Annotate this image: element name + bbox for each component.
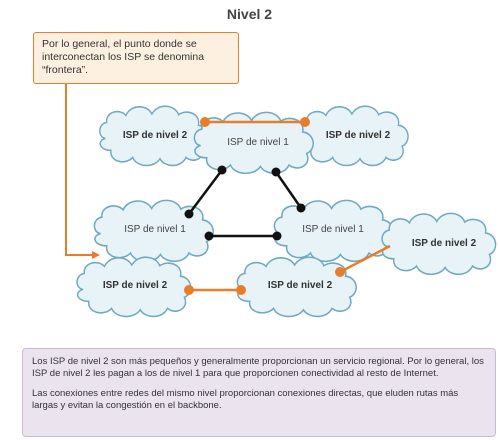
junction-dot — [217, 165, 227, 175]
junction-dot — [204, 231, 214, 241]
junction-dot — [271, 167, 281, 177]
junction-dot — [296, 203, 306, 213]
border-callout: Por lo general, el punto donde se interc… — [33, 32, 239, 84]
label-tier2-bottom-left: ISP de nivel 2 — [103, 280, 168, 291]
label-tier2-far-right: ISP de nivel 2 — [412, 238, 477, 249]
border-point — [300, 117, 310, 127]
junction-dot — [184, 209, 194, 219]
label-tier1-right: ISP de nivel 1 — [302, 224, 364, 235]
info-panel: Los ISP de nivel 2 son más pequeños y ge… — [22, 348, 496, 437]
label-tier2-bottom-mid: ISP de nivel 2 — [268, 280, 333, 291]
border-point — [184, 285, 194, 295]
info-paragraph-1: Los ISP de nivel 2 son más pequeños y ge… — [32, 356, 484, 379]
border-point — [335, 267, 345, 277]
label-tier1-left: ISP de nivel 1 — [124, 224, 186, 235]
diagram-title: Nivel 2 — [226, 6, 273, 22]
tier1-link-top-left — [188, 169, 223, 215]
label-tier1-top: ISP de nivel 1 — [227, 137, 289, 148]
label-tier2-top-left: ISP de nivel 2 — [123, 130, 188, 141]
border-point — [236, 285, 246, 295]
junction-dot — [272, 231, 282, 241]
tier2-link-right — [339, 244, 391, 274]
label-tier2-top-right: ISP de nivel 2 — [326, 130, 391, 141]
border-point — [200, 117, 210, 127]
tier1-link-top-right — [274, 171, 303, 209]
callout-pointer-line — [65, 84, 100, 259]
info-paragraph-2: Las conexiones entre redes del mismo niv… — [32, 388, 459, 411]
